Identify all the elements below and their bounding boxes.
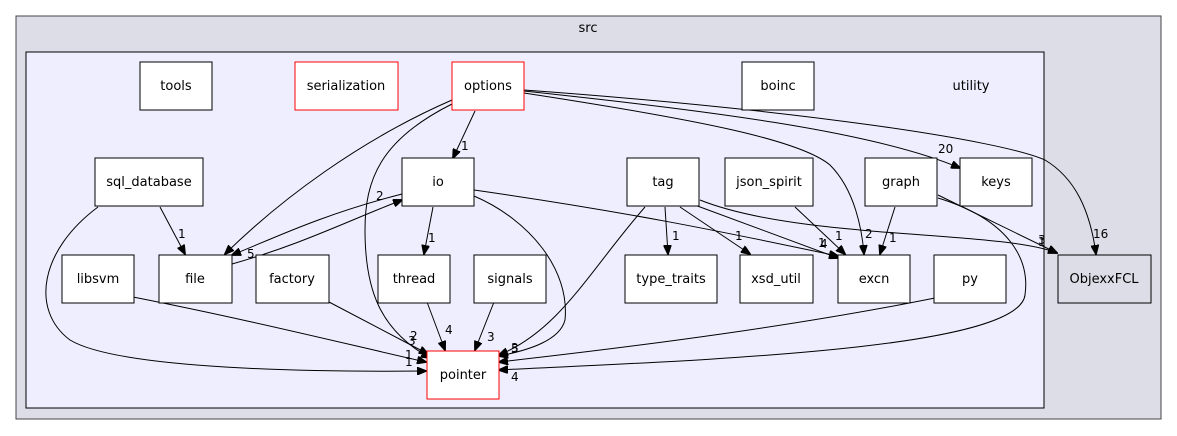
- edge-label-signals-pointer: 3: [487, 330, 495, 344]
- edge-label-factory-pointer: 2: [410, 329, 418, 343]
- node-graph-label: graph: [882, 175, 920, 190]
- edge-label-io-file: 2: [376, 189, 384, 203]
- node-io-label: io: [432, 175, 444, 190]
- edge-label-tag-pointer: 3: [511, 341, 519, 355]
- edge-label-tag-type-traits: 1: [672, 229, 680, 243]
- edge-label-io-thread: 1: [428, 231, 436, 245]
- node-options[interactable]: options: [451, 61, 525, 111]
- edge-label-thread-pointer: 4: [445, 323, 453, 337]
- edge-io-thread: [424, 206, 434, 254]
- edge-factory-pointer: [328, 301, 428, 354]
- node-libsvm[interactable]: libsvm: [61, 254, 135, 304]
- node-type-traits-label: type_traits: [636, 272, 706, 287]
- node-signals[interactable]: signals: [473, 254, 547, 304]
- edge-label-tag-xsd-util: 1: [735, 229, 743, 243]
- node-thread-label: thread: [393, 272, 436, 287]
- cluster-src-label: src: [579, 21, 598, 36]
- edge-label-options-io: 1: [461, 139, 469, 153]
- edge-sql-file: [159, 206, 185, 254]
- edge-label-graph-pointer: 4: [511, 370, 519, 384]
- node-libsvm-label: libsvm: [77, 272, 120, 287]
- edge-label-options-objexxfcl: 16: [1093, 227, 1108, 241]
- node-signals-label: signals: [487, 272, 532, 287]
- node-py-label: py: [962, 272, 978, 287]
- node-sql-database[interactable]: sql_database: [94, 157, 204, 207]
- edge-label-tag-objexxfcl: 1: [1038, 235, 1046, 249]
- node-type-traits[interactable]: type_traits: [624, 254, 718, 304]
- edge-label-options-excn: 2: [865, 227, 873, 241]
- node-objexxfcl[interactable]: ObjexxFCL: [1057, 254, 1152, 304]
- node-pointer-label: pointer: [440, 368, 487, 383]
- node-thread[interactable]: thread: [377, 254, 451, 304]
- edge-options-file: [225, 99, 453, 254]
- node-excn-label: excn: [859, 272, 890, 287]
- edge-label-json-excn: 1: [835, 229, 843, 243]
- cluster-utility: utility: [25, 51, 1045, 409]
- node-keys-label: keys: [981, 175, 1011, 190]
- edge-tag-type-traits: [665, 206, 668, 254]
- edges: 1 20 16 5 2 3 2 1 4 5 1 1 1 2 4 3: [45, 89, 1108, 384]
- edge-io-excn: [473, 189, 838, 256]
- edge-options-pointer: [364, 103, 453, 358]
- edge-label-options-pointer: 3: [408, 334, 416, 348]
- nodes: tools serialization options boinc sql_da…: [61, 61, 1152, 400]
- node-xsd-util-label: xsd_util: [751, 272, 801, 287]
- edge-tag-objexxfcl: [699, 199, 1057, 253]
- edge-label-sql-pointer: 1: [405, 355, 413, 369]
- edge-options-objexxfcl: [523, 89, 1096, 254]
- edge-thread-pointer: [426, 301, 445, 350]
- edge-label-libsvm-pointer: 1: [405, 348, 413, 362]
- cluster-utility-label: utility: [953, 79, 990, 94]
- edge-io-pointer: [473, 195, 566, 356]
- node-xsd-util[interactable]: xsd_util: [739, 254, 814, 304]
- node-serialization-label: serialization: [307, 79, 386, 94]
- edge-signals-pointer: [475, 301, 495, 350]
- node-graph[interactable]: graph: [864, 157, 938, 207]
- node-boinc[interactable]: boinc: [741, 61, 815, 111]
- edge-json-excn: [794, 206, 845, 254]
- edge-label-options-file: 5: [247, 247, 255, 261]
- node-json-spirit[interactable]: json_spirit: [724, 157, 814, 207]
- edge-tag-excn: [691, 203, 838, 258]
- edge-graph-excn: [880, 206, 896, 254]
- edge-py-pointer: [499, 297, 936, 362]
- node-factory-label: factory: [269, 272, 315, 287]
- node-json-spirit-label: json_spirit: [735, 175, 802, 190]
- node-objexxfcl-label: ObjexxFCL: [1069, 272, 1139, 287]
- edge-options-excn: [523, 92, 864, 254]
- node-tools[interactable]: tools: [139, 61, 213, 111]
- node-file-label: file: [185, 272, 205, 287]
- edge-tag-xsd-util: [679, 206, 750, 254]
- node-boinc-label: boinc: [760, 79, 795, 94]
- edge-graph-pointer: [499, 197, 1027, 370]
- node-excn[interactable]: excn: [837, 254, 911, 304]
- node-sql-database-label: sql_database: [106, 175, 191, 190]
- node-factory[interactable]: factory: [255, 254, 330, 304]
- node-serialization[interactable]: serialization: [294, 61, 399, 111]
- edge-label-graph-objexxfcl: 3: [1038, 233, 1046, 247]
- node-pointer[interactable]: pointer: [426, 350, 500, 400]
- node-keys[interactable]: keys: [959, 157, 1033, 207]
- edge-io-file: [232, 193, 403, 255]
- node-io[interactable]: io: [401, 157, 475, 207]
- node-file[interactable]: file: [158, 254, 233, 304]
- edge-label-graph-excn: 1: [889, 231, 897, 245]
- edge-sql-pointer: [45, 206, 426, 371]
- node-tag-label: tag: [652, 175, 673, 190]
- edge-label-options-keys: 20: [938, 142, 953, 156]
- edge-label-io-pointer: 5: [511, 342, 519, 356]
- edge-tag-pointer: [499, 206, 646, 355]
- edge-options-io: [453, 110, 476, 158]
- edge-label-io-excn: 4: [820, 237, 828, 251]
- node-py[interactable]: py: [933, 254, 1007, 304]
- edge-libsvm-pointer: [132, 296, 426, 362]
- node-tag[interactable]: tag: [626, 157, 700, 207]
- edge-options-keys: [523, 90, 960, 168]
- node-options-label: options: [464, 79, 512, 94]
- edge-label-tag-excn: 1: [818, 236, 826, 250]
- node-tools-label: tools: [160, 79, 192, 94]
- edge-label-sql-file: 1: [178, 227, 186, 241]
